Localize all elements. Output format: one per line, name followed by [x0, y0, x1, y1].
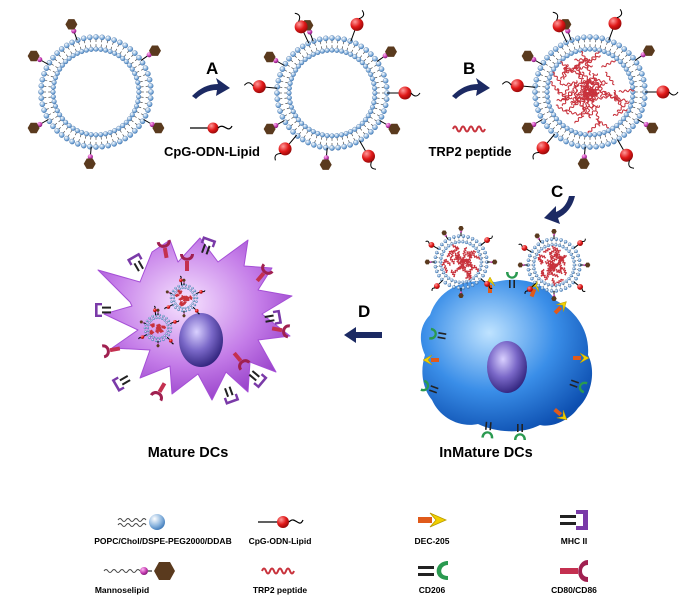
- cd206-receptor-icon: [418, 561, 448, 580]
- arrow-step-a: [190, 78, 230, 100]
- step-c-label: C: [551, 182, 563, 201]
- legend-label-cpg-odn-lipid: CpG-ODN-Lipid: [249, 536, 312, 546]
- legend-label-dec205: DEC-205: [415, 536, 450, 546]
- phospholipid-icon: [118, 514, 165, 530]
- liposome-approaching-2: [518, 229, 591, 301]
- step-d-label: D: [358, 302, 370, 321]
- mature-dc-label: Mature DCs: [148, 445, 229, 461]
- mhc2-receptor-icon: [560, 510, 588, 530]
- dec205-receptor-icon: [418, 513, 446, 527]
- cd80-cd86-receptor: [150, 380, 171, 402]
- trp2-peptide-label: TRP2 peptide: [428, 144, 511, 159]
- trp2-peptide-legend-icon: [262, 569, 294, 574]
- legend-label-trp2: TRP2 peptide: [253, 585, 308, 595]
- arrow-step-d: [344, 327, 382, 343]
- step-a-label: A: [206, 59, 218, 78]
- legend-label-mannoselipid: Mannoselipid: [95, 585, 149, 595]
- mhc2-receptor: [221, 385, 240, 405]
- mature-nucleus: [179, 313, 223, 367]
- liposome-cpg: [244, 10, 420, 170]
- immature-dendritic-cell: [421, 280, 592, 432]
- mhc2-receptor: [112, 372, 133, 392]
- trp2-peptide-icon: [453, 127, 485, 132]
- cd80-cd86-receptor-icon: [560, 560, 588, 582]
- cpg-odn-lipid-icon: [190, 123, 232, 134]
- arrow-step-b: [452, 78, 490, 99]
- cpg-odn-lipid-legend-icon: [258, 516, 303, 528]
- immature-dc-label: InMature DCs: [439, 445, 532, 461]
- mannoselipid-icon: [104, 562, 175, 580]
- mhc2-receptor: [127, 253, 147, 274]
- legend-label-liposome-lipid: POPC/Chol/DSPE-PEG2000/DDAB: [94, 536, 231, 546]
- legend-label-cd206: CD206: [419, 585, 446, 595]
- liposome-bare: [28, 19, 165, 169]
- legend-label-cd80-cd86: CD80/CD86: [551, 585, 597, 595]
- legend: POPC/Chol/DSPE-PEG2000/DDAB CpG-ODN-Lipi…: [94, 510, 597, 595]
- step-b-label: B: [463, 59, 475, 78]
- cpg-odn-lipid-label: CpG-ODN-Lipid: [164, 144, 260, 159]
- liposome-loaded: [502, 9, 678, 169]
- legend-label-mhc2: MHC II: [561, 536, 587, 546]
- immature-nucleus: [487, 341, 527, 393]
